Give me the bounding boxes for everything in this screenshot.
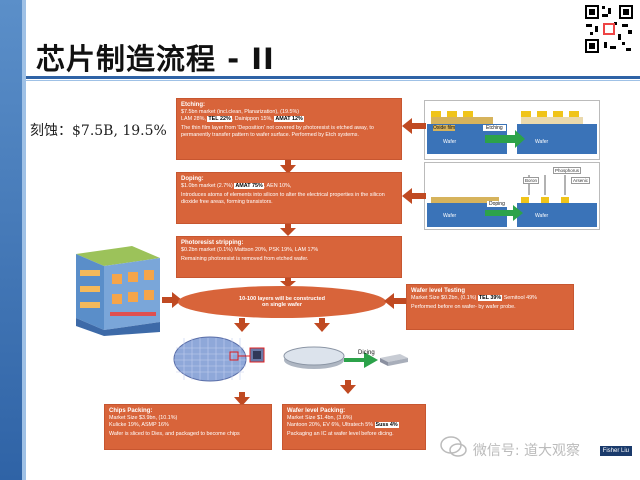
photoresist-box: Photoresist stripping: $0.2bn market (0.… [176,236,402,278]
arrow-right-icon [162,292,182,308]
etching-market: $7.5bn market (incl.clean, Planarization… [181,109,300,115]
doping-diagram: Phosphorus Boron Arsenic Doping Wafer Wa… [424,162,600,230]
arrow-down-icon [314,318,330,332]
diagram-phosphorus-label: Phosphorus [553,167,582,174]
arrow-left-icon [384,293,408,309]
photoresist-heading: Photoresist stripping: [181,240,244,246]
diagram-doping-wafer-1: Wafer [443,213,457,219]
arrow-down-icon [234,318,250,332]
watermark-text: 微信号: 道大观察 [472,443,580,459]
doping-aen: , AEN 10%, [263,183,292,189]
wafer-testing-tel: TEL 39% [477,295,503,301]
chips-packing-desc: Wafer is sliced to Dies, and packaged to… [109,431,240,437]
etching-diagram: Oxide film Etching Wafer Wafer [424,100,600,160]
page-title: 芯片制造流程 - II [36,42,275,76]
wafer-testing-heading: Wafer level Testing [411,288,466,294]
left-accent-bar [0,0,22,480]
layers-text: 10-100 layers will be constructed on sin… [239,296,325,308]
arrow-down-icon [340,380,356,394]
title-rule [26,76,640,79]
chips-packing-share: Kulicke 19%, ASMP 16% [109,422,169,428]
photoresist-desc: Remaining photoresist is removed from et… [181,256,309,262]
wafer-testing-box: Wafer level Testing Market Size $0.2bn, … [406,284,574,330]
etching-dainippon: , Dainippon 15%, [231,116,275,122]
arrow-down-icon [280,278,296,288]
doping-market: $1.0bn market (2.7%) AMAT 75%, AEN 10%, [181,183,397,190]
chips-packing-box: Chips Packing: Market Size $3.9bn, (10.1… [104,404,272,450]
doping-box: Doping: $1.0bn market (2.7%) AMAT 75%, A… [176,172,402,224]
diagram-arsenic-label: Arsenic [571,177,591,184]
wafer-packing-share: Nantoon 20%, EV 6%, Ultratech 5% Suss 4% [287,422,421,429]
etching-heading: Etching: [181,102,205,108]
wafer-testing-size: Market Size $0.2bn, (0.1%) [411,295,478,301]
wechat-icon [440,436,467,457]
diagram-doping-wafer-2: Wafer [535,213,549,219]
left-accent-line [22,0,26,480]
wafer-packing-market: Market Size $1.4bn, (3.6%) [287,415,353,421]
author-badge: Fisher Liu [599,446,632,456]
etch-market-label: 刻蚀：$7.5B, 19.5% [30,123,167,139]
doping-amat: AMAT 75% [234,183,264,189]
diagram-doping-label: Doping [487,201,507,207]
diagram-etching-label: Etching [483,125,506,131]
doping-heading: Doping: [181,176,204,182]
etching-tel: TEL 22% [207,116,232,122]
diagram-oxide-label: Oxide film [433,125,456,131]
doping-size: $1.0bn market (2.7%) [181,183,235,189]
arrow-down-icon [234,392,250,406]
layers-ellipse: 10-100 layers will be constructed on sin… [178,286,386,318]
diagram-boron-label: Boron [523,177,540,184]
wafer-packing-suss: Suss 4% [374,422,399,428]
title-rule-thin [26,80,640,81]
chips-packing-market: Market Size $3.9bn, (10.1%) [109,415,178,421]
dicing-wafer-image [283,346,408,369]
chips-packing-heading: Chips Packing: [109,408,153,414]
wafer-die-image [173,336,265,382]
etching-lam: LAM 28%, [181,116,208,122]
doping-desc: Introduces atoms of elements into silico… [181,192,385,205]
etching-box: Etching: $7.5bn market (incl.clean, Plan… [176,98,402,160]
wafer-packing-heading: Wafer level Packing: [287,408,346,414]
diagram-wafer-label-1: Wafer [443,139,457,145]
wafer-testing-market: Market Size $0.2bn, (0.1%) TEL 39% Semit… [411,295,569,302]
dicing-label: Dicing [358,350,375,356]
arrow-down-icon [280,224,296,236]
etching-amat: AMAT 12% [274,116,304,122]
wafer-packing-vendors: Nantoon 20%, EV 6%, Ultratech 5% [287,422,375,428]
wafer-testing-desc: Performed before on wafer- by wafer prob… [411,304,516,310]
wafer-packing-box: Wafer level Packing: Market Size $1.4bn,… [282,404,426,450]
diagram-wafer-label-2: Wafer [535,139,549,145]
chip-stack-image [76,246,160,336]
arrow-down-icon [280,160,296,174]
arrow-left-icon [402,188,426,204]
wafer-testing-semitool: Semitool 49% [502,295,537,301]
qr-code-icon [584,4,634,54]
wafer-packing-desc: Packaging an IC at wafer level before di… [287,431,394,437]
etching-share: LAM 28%, TEL 22%, Dainippon 15%, AMAT 12… [181,116,397,123]
photoresist-market: $0.2bn market (0.1%) Mattson 20%, PSK 19… [181,247,319,253]
arrow-left-icon [402,118,426,134]
etching-desc: The thin film layer from 'Deposition' no… [181,125,374,138]
